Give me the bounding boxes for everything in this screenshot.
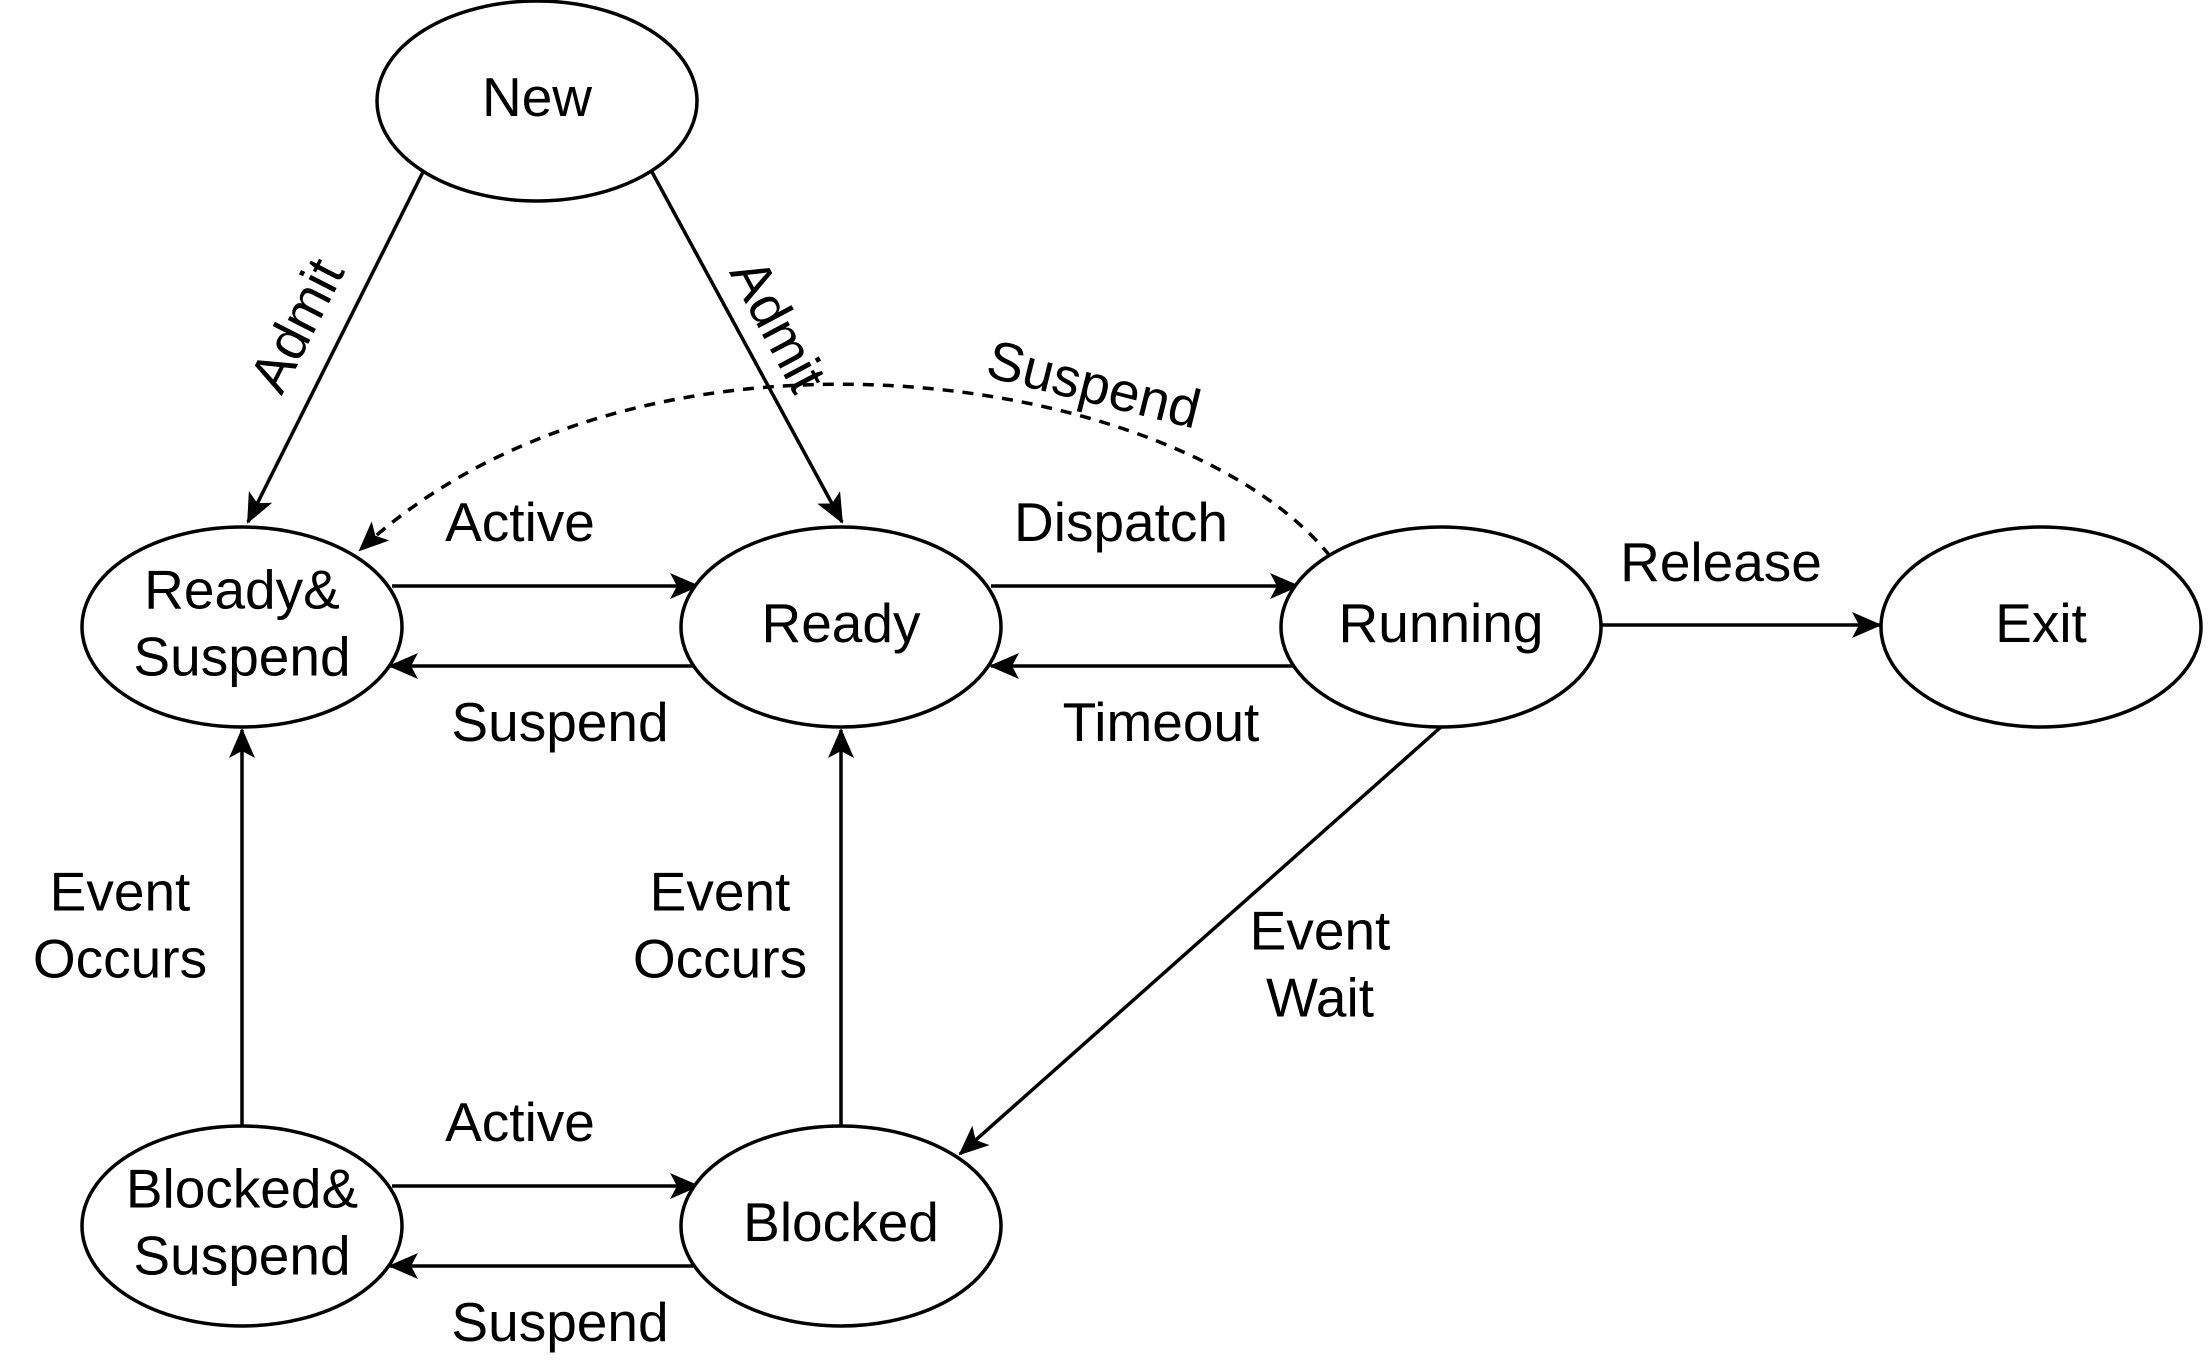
edge-label-line: Admit [236, 248, 355, 401]
state-node-blocked-suspend: Blocked&Suspend [80, 1124, 404, 1328]
edge-running-to-ready-suspend [358, 382, 1332, 558]
edge-new-to-ready [650, 171, 844, 524]
state-label-line: Running [1339, 592, 1544, 654]
edge-label-ready-to-ready-suspend: Suspend [451, 691, 668, 753]
edge-label-line: Wait [1266, 966, 1374, 1028]
state-node-ready-suspend: Ready&Suspend [80, 525, 404, 729]
edge-label-line: Event [50, 860, 191, 922]
state-ellipse-ready [679, 525, 1003, 729]
edge-label-ready-suspend-to-ready: Active [445, 491, 595, 553]
edge-label-line: Active [445, 1091, 595, 1153]
state-ellipse-blocked [679, 1124, 1003, 1328]
state-label-running: Running [1339, 592, 1544, 654]
state-ellipse-running [1279, 525, 1603, 729]
edge-label-line: Dispatch [1014, 491, 1228, 553]
edge-label-line: Suspend [451, 1291, 668, 1353]
state-label-line: New [482, 66, 592, 128]
state-label-line: Suspend [133, 1224, 350, 1286]
state-node-ready: Ready [679, 525, 1003, 729]
edge-label-line: Event [650, 860, 791, 922]
edge-label-ready-to-running: Dispatch [1014, 491, 1228, 553]
edge-label-running-to-exit: Release [1620, 531, 1822, 593]
state-ellipse-new [375, 0, 699, 203]
edge-layer [229, 171, 1882, 1279]
state-label-line: Suspend [133, 625, 350, 687]
state-label-blocked: Blocked [743, 1191, 939, 1253]
edge-label-running-to-ready: Timeout [1063, 691, 1260, 753]
state-node-new: New [375, 0, 699, 203]
edge-label-line: Suspend [451, 691, 668, 753]
state-label-exit: Exit [1995, 592, 2087, 654]
state-label-line: Ready [762, 592, 921, 654]
state-ellipse-exit [1879, 525, 2203, 729]
edge-running-to-blocked [958, 725, 1443, 1156]
edge-label-line: Active [445, 491, 595, 553]
edge-label-blocked-suspend-to-blocked: Active [445, 1091, 595, 1153]
state-node-exit: Exit [1879, 525, 2203, 729]
state-label-new: New [482, 66, 592, 128]
state-node-blocked: Blocked [679, 1124, 1003, 1328]
edge-label-line: Release [1620, 531, 1822, 593]
edge-label-line: Event [1250, 899, 1391, 961]
edge-label-new-to-ready-suspend: Admit [236, 248, 355, 401]
state-label-line: Exit [1995, 592, 2087, 654]
state-node-running: Running [1279, 525, 1603, 729]
state-ellipse-blocked-suspend [80, 1124, 404, 1328]
edge-label-line: Occurs [33, 927, 207, 989]
state-label-line: Blocked& [126, 1157, 358, 1219]
edge-label-running-to-ready-suspend: Suspend [981, 327, 1207, 440]
state-label-ready: Ready [762, 592, 921, 654]
edge-new-to-ready-suspend [246, 171, 425, 524]
state-label-line: Blocked [743, 1191, 939, 1253]
edge-label-line: Suspend [981, 327, 1207, 440]
edge-label-line: Occurs [633, 927, 807, 989]
edge-label-blocked-to-blocked-suspend: Suspend [451, 1291, 668, 1353]
state-label-blocked-suspend: Blocked&Suspend [126, 1157, 358, 1286]
edge-label-line: Timeout [1063, 691, 1260, 753]
state-label-ready-suspend: Ready&Suspend [133, 558, 350, 687]
state-ellipse-ready-suspend [80, 525, 404, 729]
state-label-line: Ready& [144, 558, 340, 620]
